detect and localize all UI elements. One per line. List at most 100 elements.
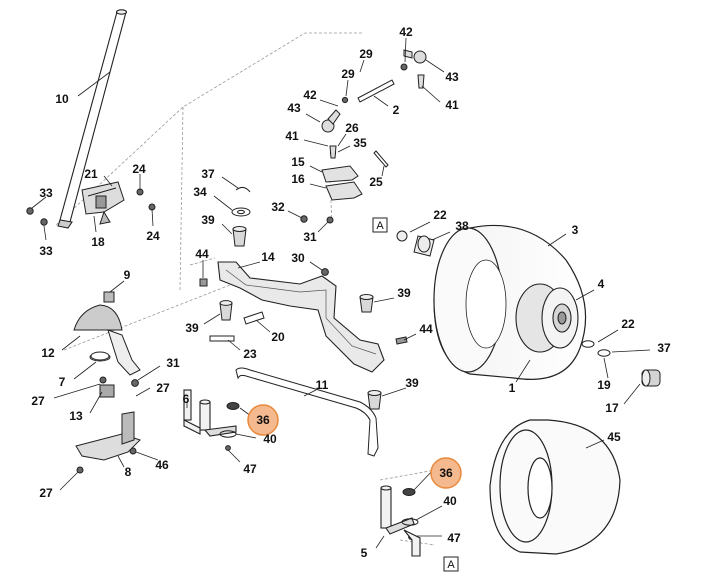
callout-leader-line (309, 183, 327, 189)
callout-leader-line (43, 225, 47, 241)
part-callout-label: 42 (303, 88, 317, 102)
callout-leader-line (221, 176, 239, 189)
callout-leader-line (227, 449, 241, 463)
callout-leader-line (415, 505, 443, 521)
reference-boxes: AA (372, 217, 459, 572)
part-callout-label: 26 (345, 121, 359, 135)
reference-box (372, 217, 388, 233)
callout-leader-line (547, 233, 567, 247)
sector-gear (73, 291, 141, 398)
callout-leader-line (309, 261, 323, 271)
part-callout-label: 17 (605, 401, 619, 415)
callout-leader-line (409, 221, 431, 233)
reference-box-label: A (447, 559, 455, 571)
wheel-bearing-spacer (413, 235, 435, 257)
part-callout-label: 35 (353, 136, 367, 150)
part-callout-label: 40 (443, 494, 457, 508)
part-callout-label: 16 (291, 172, 305, 186)
part-callout-label: 13 (69, 409, 83, 423)
callout-leader-line (221, 223, 233, 235)
callout-leader-line (319, 99, 339, 107)
callout-leader-line (431, 231, 451, 241)
callout-leader-line (381, 387, 407, 397)
part-callout-label: 21 (84, 167, 98, 181)
highlight-circle (247, 404, 279, 436)
callout-leader-line (59, 471, 79, 491)
callout-leader-line (611, 349, 651, 353)
callout-leader-line (303, 389, 317, 397)
spindle-right (380, 485, 421, 557)
part-callout-label: 27 (156, 381, 170, 395)
callout-leader-line (287, 210, 303, 219)
part-callout-label: 9 (124, 268, 131, 282)
spindle-left (183, 389, 237, 437)
part-callout-label: 14 (261, 250, 275, 264)
callout-leader-line (373, 95, 389, 107)
part-callout-label: 41 (445, 98, 459, 112)
callout-leader-line (317, 221, 329, 233)
part-callout-label: 31 (303, 230, 317, 244)
callout-leader-line (135, 451, 159, 461)
callout-leader-line (137, 365, 161, 381)
part-callout-label: 40 (263, 432, 277, 446)
callout-leader-line (575, 289, 595, 301)
reference-box (443, 556, 459, 572)
front-axle-beam (217, 261, 385, 373)
part-callout-label: 22 (621, 317, 635, 331)
part-callout-label: 3 (572, 223, 579, 237)
highlight-circle (430, 457, 462, 489)
callout-leader-line (255, 319, 271, 333)
callout-leader-line (135, 387, 151, 397)
part-callout-label: 43 (445, 70, 459, 84)
part-callout-label: 4 (598, 277, 605, 291)
part-callout-label: 39 (397, 286, 411, 300)
callout-leader-line (585, 439, 605, 449)
part-callout-label: 25 (369, 175, 383, 189)
part-callout-label: 33 (39, 186, 53, 200)
part-callout-label: 27 (31, 394, 45, 408)
callout-leader-line (103, 175, 113, 187)
callout-leader-line (213, 195, 233, 211)
reference-box-label: A (376, 220, 384, 232)
callout-leader-line (53, 383, 101, 399)
callout-leader-line (117, 455, 125, 468)
part-callout-label: 20 (271, 330, 285, 344)
callout-leader-line (359, 59, 365, 73)
highlighted-part-label: 36 (256, 413, 270, 427)
callout-leader-line (89, 391, 103, 414)
callout-leader-line (109, 280, 125, 293)
washers (90, 186, 611, 361)
callout-leader-line (235, 433, 257, 439)
callout-leader-line (337, 145, 351, 153)
part-callout-label: 37 (201, 167, 215, 181)
part-callout-label: 27 (39, 486, 53, 500)
part-callout-label: 39 (185, 321, 199, 335)
hub-cap (641, 369, 661, 387)
part-callout-label: 15 (291, 155, 305, 169)
part-callout-label: 41 (285, 129, 299, 143)
part-callout-label: 37 (657, 341, 671, 355)
part-callout-label: 39 (201, 213, 215, 227)
callout-leader-line (309, 165, 323, 173)
callout-leader-line (597, 329, 619, 343)
inner-tube (489, 419, 621, 555)
part-callout-label: 23 (243, 347, 257, 361)
callout-leader-line (404, 37, 407, 63)
front-tire (433, 224, 587, 380)
part-callout-label: 38 (455, 219, 469, 233)
ball-joints (321, 49, 427, 159)
callout-leader-line (151, 208, 154, 227)
callout-leader-line (227, 339, 241, 351)
wheel-rim (515, 283, 579, 353)
part-callout-label: 24 (146, 229, 160, 243)
part-callout-label: 8 (125, 465, 132, 479)
part-callout-label: 10 (55, 92, 69, 106)
callout-leader-line (623, 383, 641, 405)
part-callout-label: 44 (419, 322, 433, 336)
part-callout-label: 5 (361, 546, 368, 560)
part-callout-label: 6 (183, 392, 190, 406)
callout-leader-line (77, 71, 111, 97)
highlighted-part-label: 36 (439, 466, 453, 480)
part-callout-label: 19 (597, 378, 611, 392)
